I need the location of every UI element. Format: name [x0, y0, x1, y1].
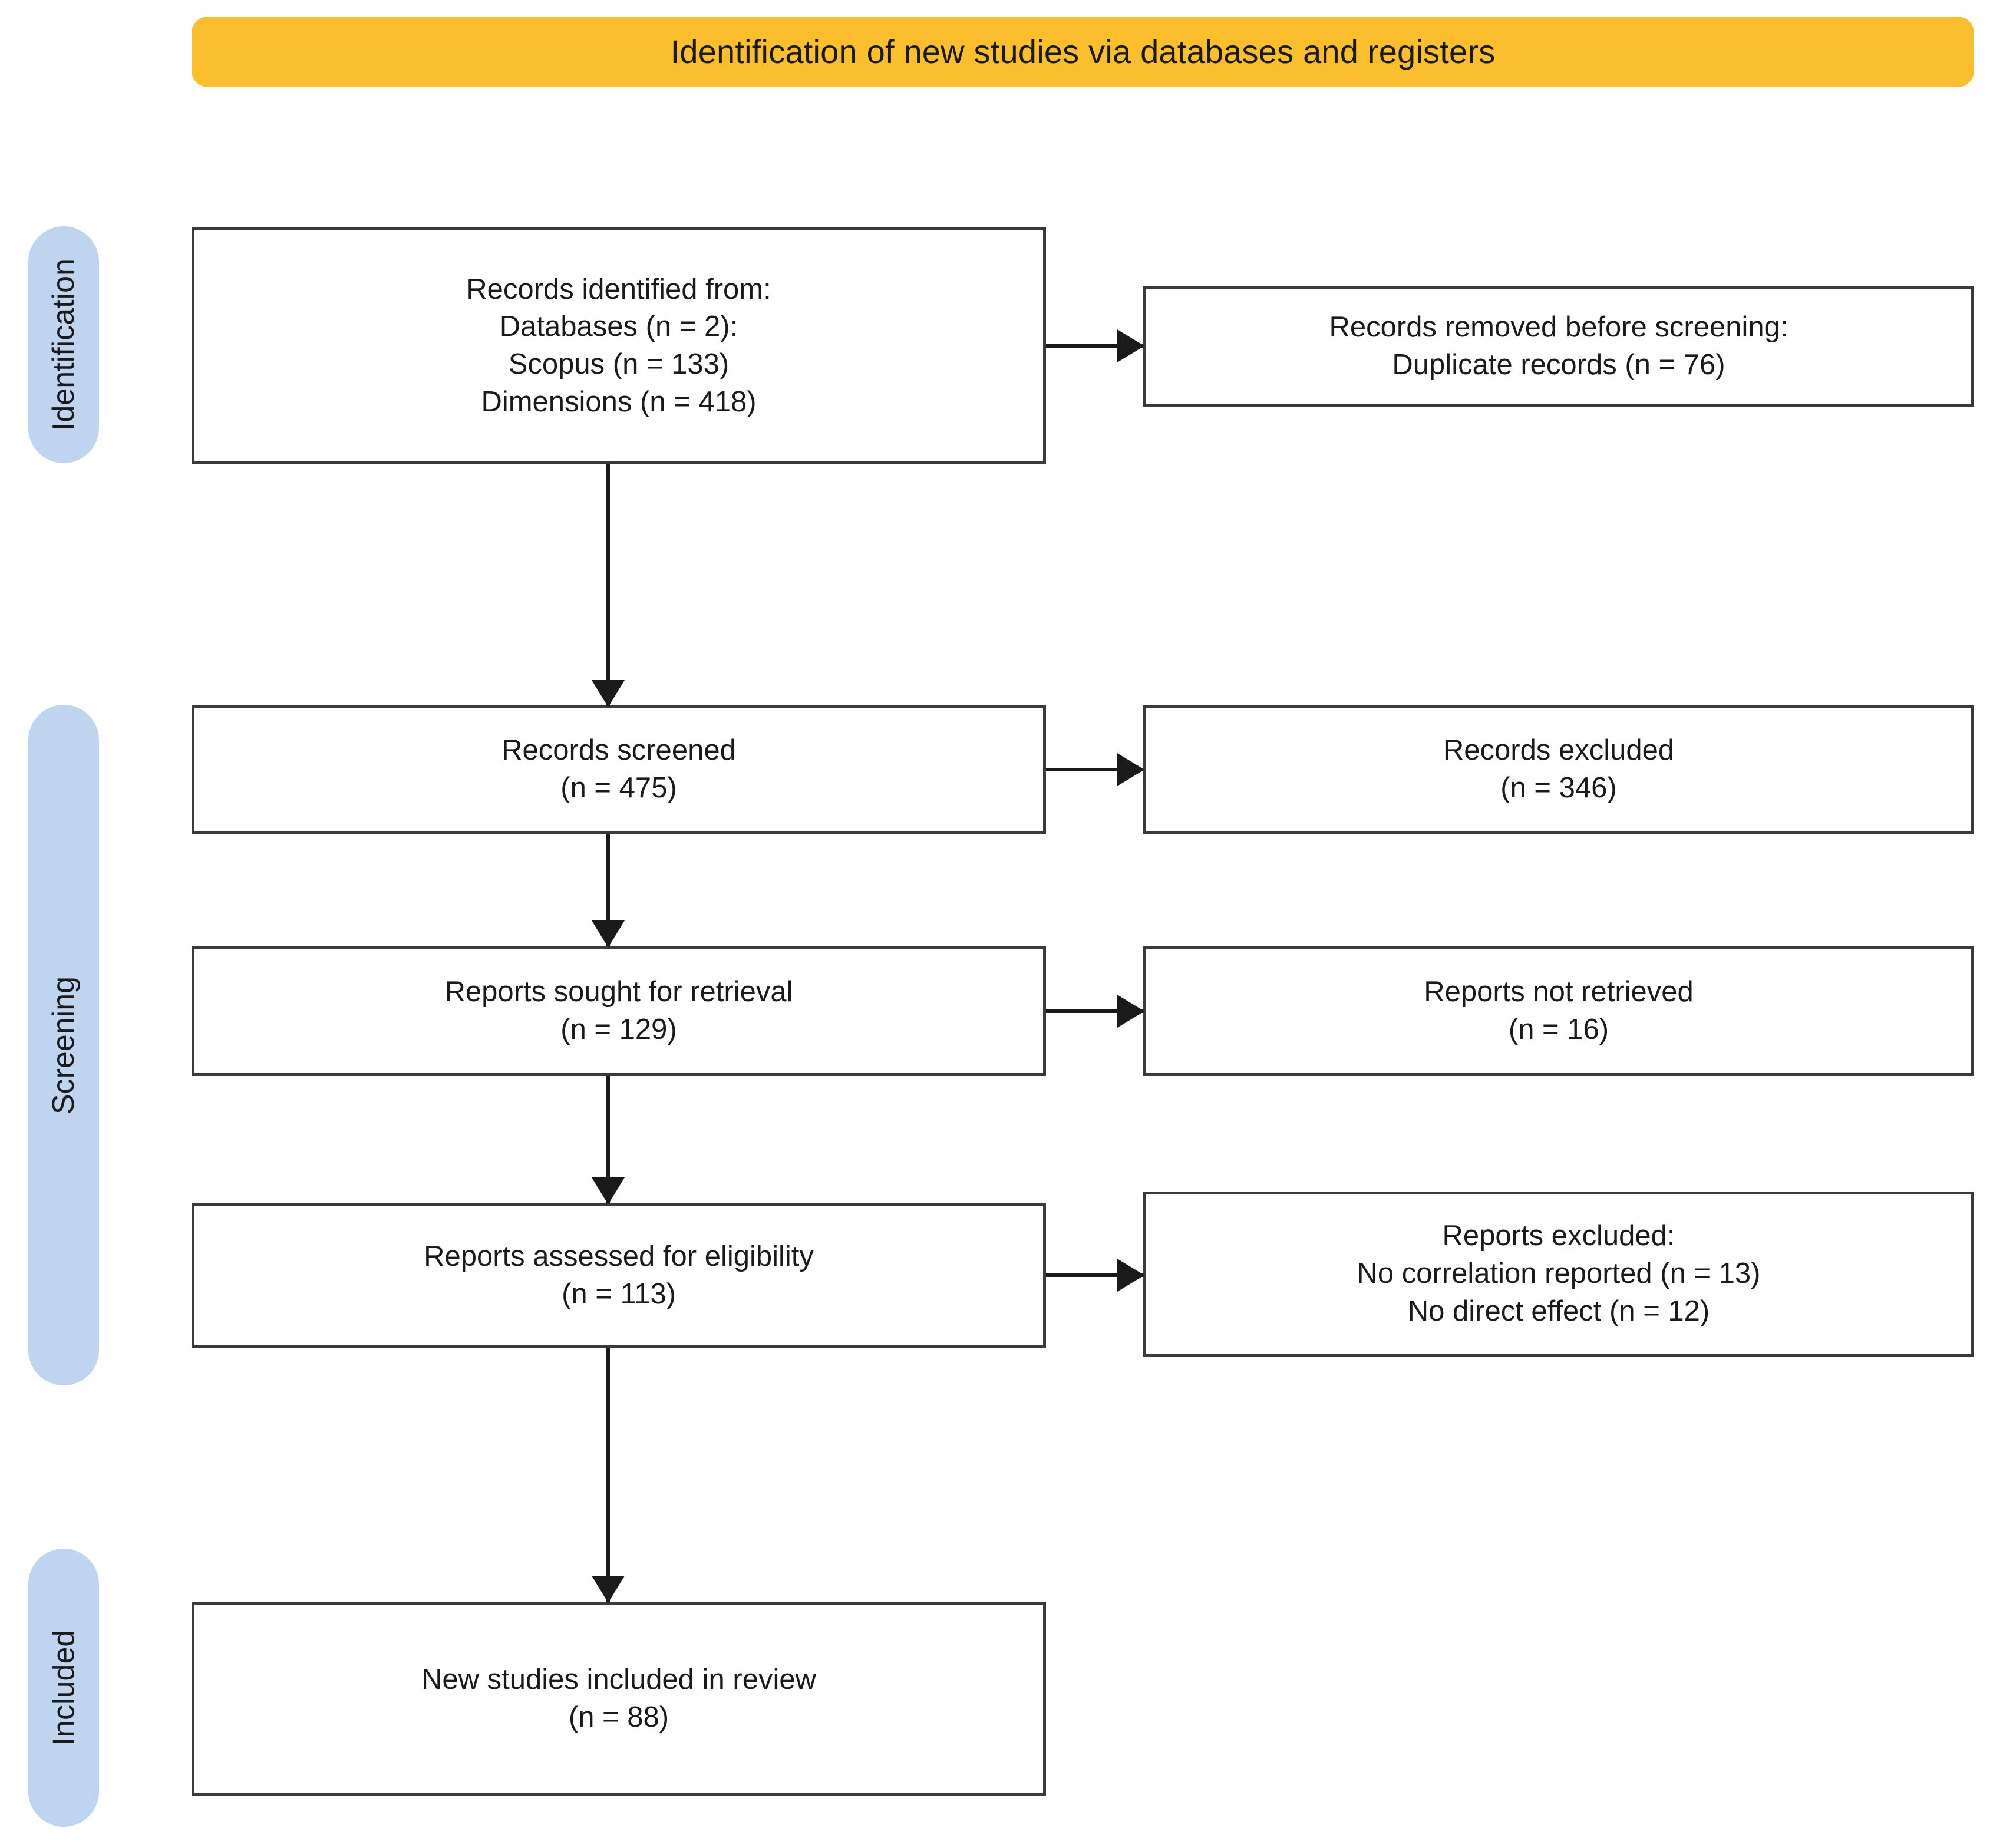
flow-box-line: Records removed before screening: [1329, 311, 1788, 343]
flow-box-line: (n = 475) [560, 772, 677, 804]
flow-box-line: Records screened [501, 734, 736, 767]
arrow-down-screened-to-sought [606, 834, 610, 946]
flow-box-line: New studies included in review [421, 1664, 816, 1696]
page-title: Identification of new studies via databa… [670, 33, 1496, 70]
arrow-down-identified-to-screened [606, 464, 610, 706]
flow-box-line: Records identified from: [466, 273, 771, 305]
arrow-down-sought-to-assessed [606, 1076, 610, 1203]
flow-box-line: Reports sought for retrieval [444, 976, 793, 1008]
flow-box-line: Scopus (n = 133) [508, 348, 730, 380]
flow-box-line: No correlation reported (n = 13) [1357, 1258, 1761, 1290]
stage-label-identification-text: Identification [47, 259, 81, 431]
flow-box-line: (n = 16) [1508, 1014, 1609, 1045]
flow-box-reports-not-retrieved: Reports not retrieved (n = 16) [1143, 946, 1974, 1076]
flow-box-line: Dimensions (n = 418) [481, 385, 757, 418]
flow-box-line: (n = 346) [1500, 772, 1617, 804]
flow-box-line: Reports assessed for eligibility [424, 1240, 814, 1272]
flow-box-records-identified: Records identified from: Databases (n = … [192, 227, 1046, 464]
stage-label-screening-text: Screening [47, 976, 81, 1114]
stage-label-included: Included [28, 1549, 99, 1827]
stage-label-included-text: Included [47, 1629, 81, 1746]
arrow-right-identified-to-removed [1046, 344, 1143, 348]
flow-box-reports-excluded: Reports excluded: No correlation reporte… [1143, 1192, 1974, 1357]
flow-box-records-removed: Records removed before screening: Duplic… [1143, 286, 1974, 407]
stage-label-screening: Screening [28, 705, 99, 1385]
flow-box-line: (n = 129) [560, 1014, 677, 1045]
flow-box-line: Duplicate records (n = 76) [1392, 348, 1725, 381]
flow-box-line: Databases (n = 2): [499, 311, 738, 343]
flow-box-line: No direct effect (n = 12) [1407, 1295, 1710, 1327]
flow-box-records-screened: Records screened (n = 475) [192, 705, 1046, 834]
diagram-header-banner: Identification of new studies via databa… [192, 16, 1974, 87]
flow-box-line: Reports not retrieved [1424, 976, 1694, 1008]
flow-box-new-studies-included: New studies included in review (n = 88) [192, 1602, 1046, 1796]
flow-box-line: Reports excluded: [1442, 1220, 1675, 1252]
flow-box-line: Records excluded [1443, 734, 1675, 767]
arrow-right-assessed-to-excluded [1046, 1273, 1143, 1277]
flow-box-line: (n = 113) [562, 1278, 676, 1310]
arrow-right-screened-to-excluded [1046, 768, 1143, 771]
flow-box-reports-sought: Reports sought for retrieval (n = 129) [192, 946, 1046, 1076]
flow-box-line: (n = 88) [568, 1701, 669, 1733]
stage-label-identification: Identification [28, 226, 99, 463]
flow-box-records-excluded: Records excluded (n = 346) [1143, 705, 1974, 834]
flow-box-reports-assessed: Reports assessed for eligibility (n = 11… [192, 1203, 1046, 1348]
arrow-down-assessed-to-included [606, 1348, 610, 1602]
arrow-right-sought-to-not-retrieved [1046, 1009, 1143, 1013]
